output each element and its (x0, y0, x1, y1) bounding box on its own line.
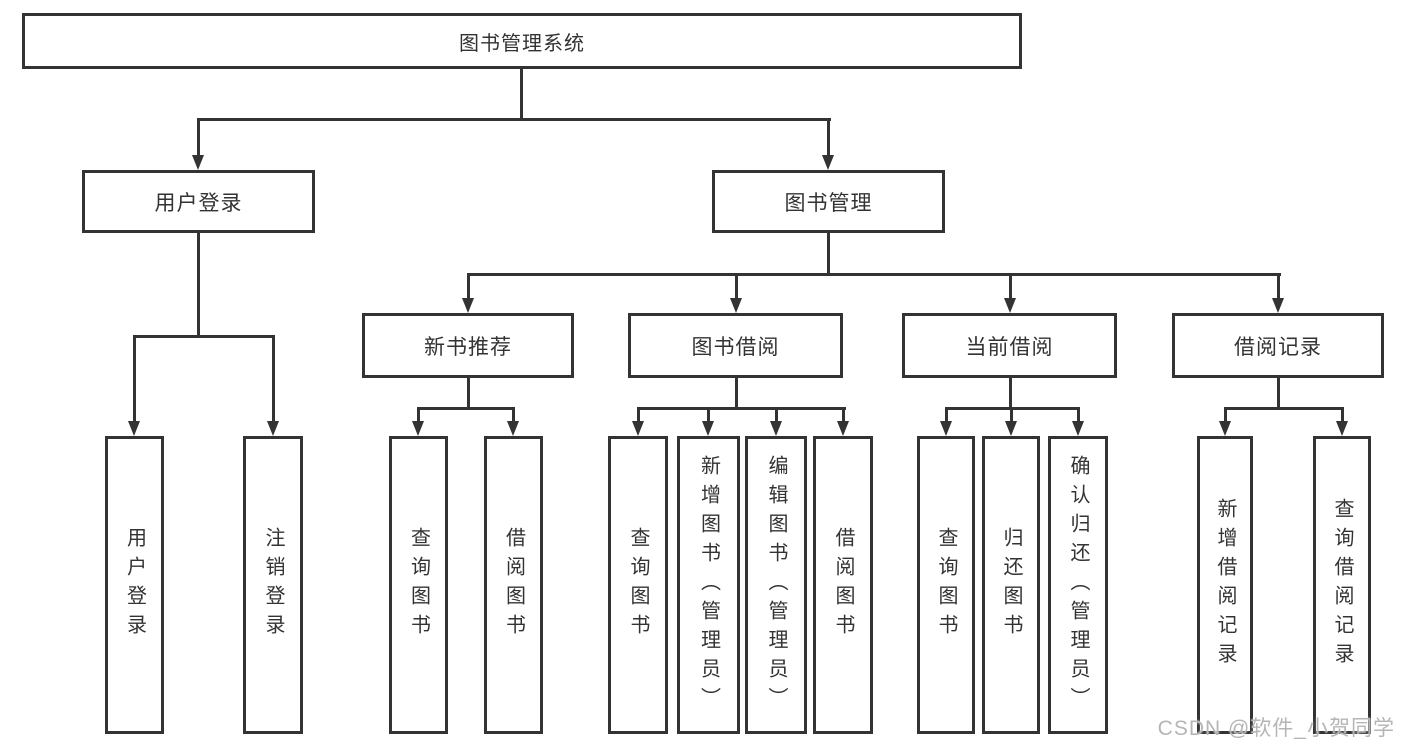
leaf-logout: 注销登录 (243, 436, 303, 734)
leaf-label: 用户登录 (123, 527, 146, 643)
connector-line (197, 118, 831, 121)
down-arrow-icon (1072, 421, 1084, 436)
node-label: 图书管理系统 (459, 32, 585, 55)
leaf-return-books: 归还图书 (982, 436, 1040, 734)
connector-line (827, 232, 830, 273)
connector-line (1224, 407, 1344, 410)
down-arrow-icon (1005, 421, 1017, 436)
leaf-add-borrow-record: 新增借阅记录 (1197, 436, 1253, 734)
leaf-borrow-books: 借阅图书 (813, 436, 873, 734)
connector-line (1341, 407, 1344, 425)
down-arrow-icon (412, 421, 424, 436)
leaf-borrow-books-recommend: 借阅图书 (484, 436, 543, 734)
leaf-add-books-admin: 新增图书（管理员） (677, 436, 740, 734)
connector-line (467, 377, 470, 407)
leaf-label: 编辑图书（管理员） (765, 454, 787, 716)
csdn-watermark: CSDN @软件_小贺同学 (1157, 717, 1395, 740)
connector-line (197, 118, 200, 163)
leaf-query-books-current: 查询图书 (917, 436, 975, 734)
leaf-label: 借阅图书 (832, 527, 854, 643)
node-library-management-system: 图书管理系统 (22, 13, 1022, 69)
connector-line (735, 377, 738, 407)
node-label: 借阅记录 (1234, 335, 1322, 359)
down-arrow-icon (1336, 421, 1348, 436)
connector-line (512, 407, 515, 425)
leaf-label: 查询图书 (935, 527, 957, 643)
connector-line (417, 407, 515, 410)
leaf-user-login: 用户登录 (105, 436, 164, 734)
connector-line (1224, 407, 1227, 425)
down-arrow-icon (507, 421, 519, 436)
leaf-query-books-borrowing: 查询图书 (608, 436, 668, 734)
node-book-borrowing: 图书借阅 (628, 313, 843, 378)
node-book-management: 图书管理 (712, 170, 945, 233)
connector-line (637, 407, 640, 425)
connector-line (133, 335, 275, 338)
leaf-label: 查询图书 (407, 527, 430, 643)
down-arrow-icon (1272, 298, 1284, 313)
leaf-label: 查询图书 (627, 527, 649, 643)
connector-line (735, 273, 738, 303)
connector-line (1009, 273, 1012, 303)
down-arrow-icon (837, 421, 849, 436)
connector-line (1277, 377, 1280, 407)
connector-line (133, 335, 136, 425)
leaf-edit-books-admin: 编辑图书（管理员） (745, 436, 807, 734)
leaf-label: 确认归还（管理员） (1067, 454, 1089, 716)
down-arrow-icon (770, 421, 782, 436)
connector-line (1010, 407, 1013, 425)
node-label: 当前借阅 (965, 335, 1054, 359)
connector-line (842, 407, 845, 425)
node-label: 用户登录 (154, 191, 243, 215)
node-user-login: 用户登录 (82, 170, 315, 233)
leaf-label: 查询借阅记录 (1331, 498, 1353, 672)
down-arrow-icon (267, 421, 279, 436)
connector-line (272, 335, 275, 425)
down-arrow-icon (702, 421, 714, 436)
connector-line (197, 232, 200, 335)
connector-line (1077, 407, 1080, 425)
connector-line (467, 273, 470, 303)
connector-line (775, 407, 778, 425)
leaf-label: 新增图书（管理员） (697, 454, 720, 716)
leaf-label: 借阅图书 (502, 527, 525, 643)
down-arrow-icon (462, 298, 474, 313)
down-arrow-icon (940, 421, 952, 436)
node-label: 图书借阅 (691, 335, 780, 359)
down-arrow-icon (192, 155, 204, 170)
connector-line (467, 273, 1281, 276)
down-arrow-icon (632, 421, 644, 436)
down-arrow-icon (730, 298, 742, 313)
leaf-confirm-return-admin: 确认归还（管理员） (1048, 436, 1108, 734)
connector-line (1009, 377, 1012, 407)
connector-line (827, 118, 830, 163)
connector-line (417, 407, 420, 425)
connector-line (707, 407, 710, 425)
node-label: 新书推荐 (424, 335, 512, 359)
leaf-query-books-recommend: 查询图书 (389, 436, 448, 734)
node-new-book-recommend: 新书推荐 (362, 313, 574, 378)
node-label: 图书管理 (784, 191, 873, 215)
leaf-label: 注销登录 (262, 527, 284, 643)
leaf-label: 归还图书 (1000, 527, 1022, 643)
leaf-query-borrow-record: 查询借阅记录 (1313, 436, 1371, 734)
node-current-borrowing: 当前借阅 (902, 313, 1117, 378)
connector-line (945, 407, 948, 425)
connector-line (637, 407, 846, 410)
down-arrow-icon (822, 155, 834, 170)
connector-line (520, 68, 523, 118)
leaf-label: 新增借阅记录 (1214, 498, 1236, 672)
down-arrow-icon (128, 421, 140, 436)
down-arrow-icon (1219, 421, 1231, 436)
connector-line (1277, 273, 1280, 303)
down-arrow-icon (1004, 298, 1016, 313)
node-borrowing-records: 借阅记录 (1172, 313, 1384, 378)
